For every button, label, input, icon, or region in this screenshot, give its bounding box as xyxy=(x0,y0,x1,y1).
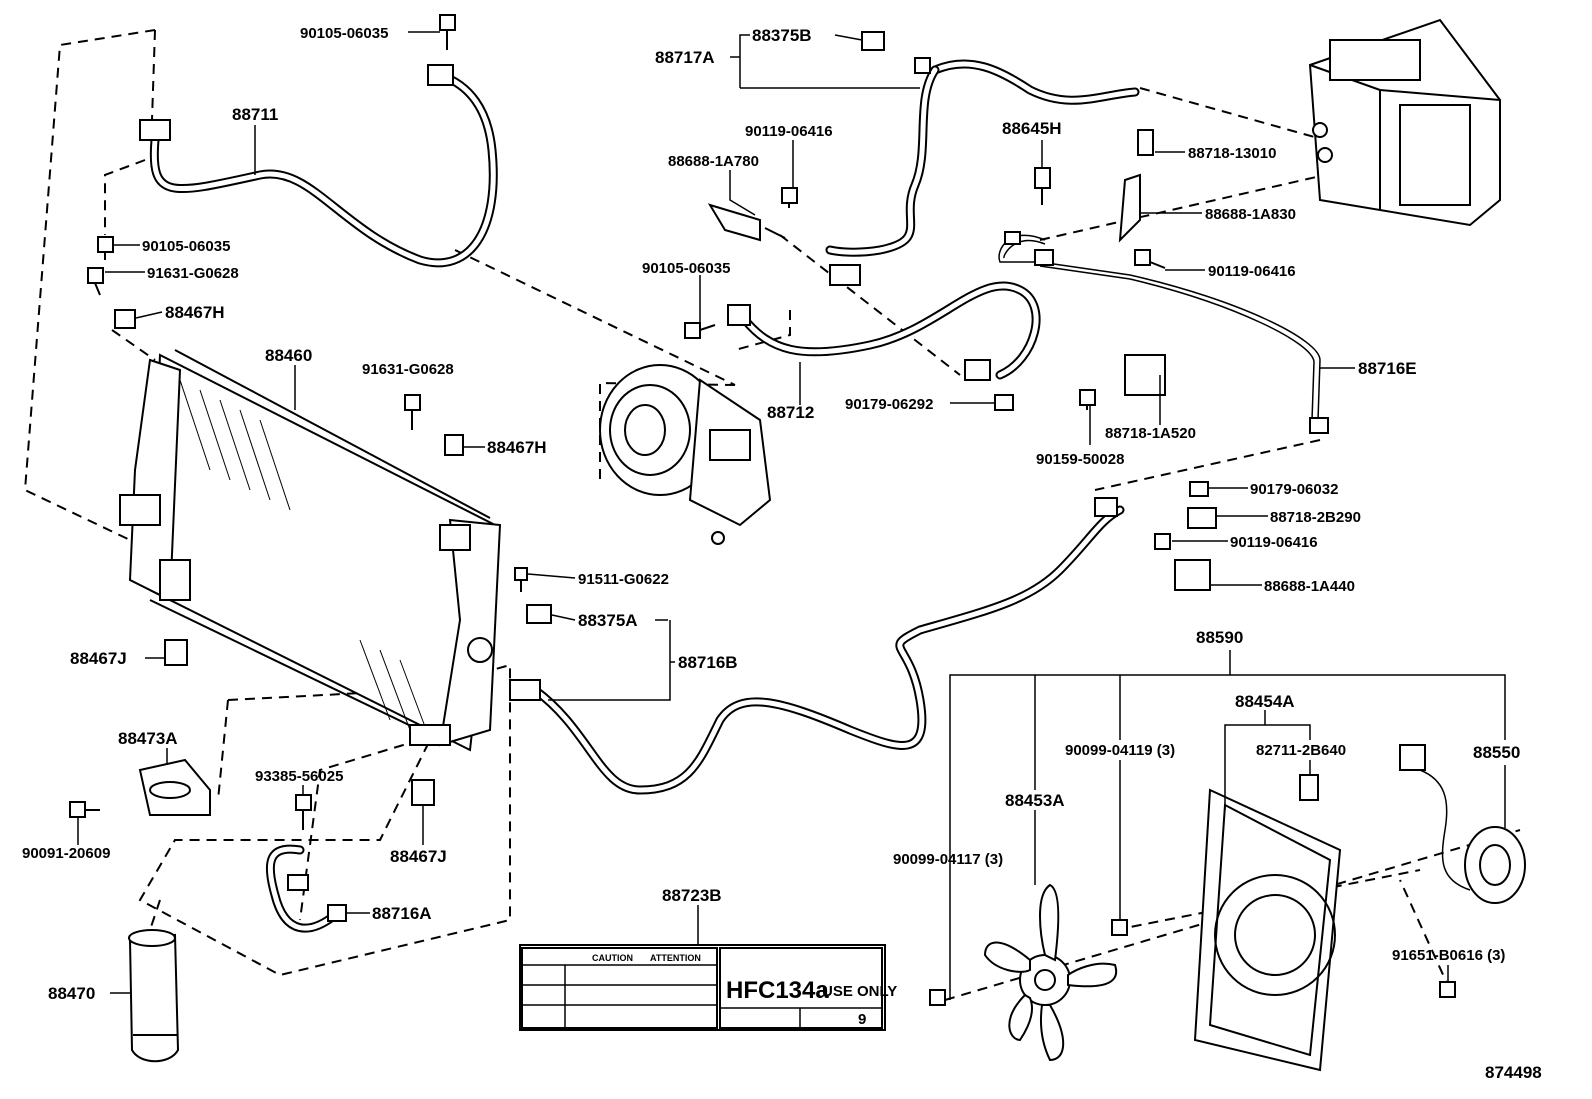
label-90105-06035-left: 90105-06035 xyxy=(142,238,230,255)
label-88375b: 88375B xyxy=(752,26,812,45)
label-88473a: 88473A xyxy=(118,729,178,748)
label-90099-04119: 90099-04119 (3) xyxy=(1065,742,1175,759)
label-88453a: 88453A xyxy=(1005,791,1065,810)
caution-label-88723b: CAUTION ATTENTION HFC134a USE ONLY 9 xyxy=(519,944,897,1031)
part-labels: 90105-06035 88711 90105-06035 91631-G062… xyxy=(22,25,1542,1082)
label-91631-g0628-left: 91631-G0628 xyxy=(147,265,239,282)
label-88716e: 88716E xyxy=(1358,359,1417,378)
label-90159-50028: 90159-50028 xyxy=(1036,451,1124,468)
evaporator-unit xyxy=(1308,18,1501,227)
fan-shroud xyxy=(1193,788,1342,1072)
label-88470: 88470 xyxy=(48,984,95,1003)
label-90119-06416-top: 90119-06416 xyxy=(745,123,833,140)
label-88467h-mid: 88467H xyxy=(487,438,547,457)
refrigerant-pipes xyxy=(149,59,1471,933)
label-88716b: 88716B xyxy=(678,653,738,672)
fan-motor-88550 xyxy=(1399,744,1526,904)
label-90119-06416-right: 90119-06416 xyxy=(1208,263,1296,280)
label-90119-06416-low: 90119-06416 xyxy=(1230,534,1318,551)
label-88645h: 88645H xyxy=(1002,119,1062,138)
leader-lines xyxy=(77,31,1506,1000)
label-91511-g0622: 91511-G0622 xyxy=(578,571,669,588)
label-88467h-left: 88467H xyxy=(165,303,225,322)
label-88718-1a520: 88718-1A520 xyxy=(1105,425,1196,442)
fasteners xyxy=(69,14,1456,1006)
label-88467j-left: 88467J xyxy=(70,649,127,668)
label-90179-06292: 90179-06292 xyxy=(845,396,933,413)
label-88711: 88711 xyxy=(232,105,278,124)
label-88717a: 88717A xyxy=(655,48,715,67)
label-88716a: 88716A xyxy=(372,904,432,923)
label-93385-56025: 93385-56025 xyxy=(255,768,343,785)
label-82711-2b640: 82711-2B640 xyxy=(1256,742,1346,759)
label-91631-g0628-mid: 91631-G0628 xyxy=(362,361,454,378)
label-88467j-mid: 88467J xyxy=(390,847,447,866)
diagram-ref-code: 874498 xyxy=(1485,1063,1542,1082)
label-88550: 88550 xyxy=(1473,743,1520,762)
label-number: 9 xyxy=(858,1011,866,1028)
label-88375a: 88375A xyxy=(578,611,638,630)
refrigerant-text: HFC134a xyxy=(726,977,829,1004)
label-88723b: 88723B xyxy=(662,886,722,905)
label-88688-1a780: 88688-1A780 xyxy=(668,153,759,170)
receiver-drier-88470 xyxy=(128,929,180,1063)
label-88718-2b290: 88718-2B290 xyxy=(1270,509,1361,526)
label-90099-04117: 90099-04117 (3) xyxy=(893,851,1003,868)
caution-text: CAUTION xyxy=(592,953,633,963)
label-88712: 88712 xyxy=(767,403,814,422)
bracket-88473a xyxy=(138,758,211,816)
condenser-88460 xyxy=(119,349,502,752)
label-90179-06032: 90179-06032 xyxy=(1250,481,1338,498)
label-88460: 88460 xyxy=(265,346,312,365)
label-88718-13010: 88718-13010 xyxy=(1188,145,1276,162)
label-88454a: 88454A xyxy=(1235,692,1295,711)
condenser-fan xyxy=(983,883,1118,1062)
compressor xyxy=(599,364,772,545)
label-88688-1a440: 88688-1A440 xyxy=(1264,578,1355,595)
use-only-text: USE ONLY xyxy=(822,983,897,1000)
label-91651-b0616: 91651-B0616 (3) xyxy=(1392,947,1505,964)
label-90091-20609: 90091-20609 xyxy=(22,845,110,862)
label-88688-1a830: 88688-1A830 xyxy=(1205,206,1296,223)
label-90105-06035-top: 90105-06035 xyxy=(300,25,388,42)
label-88590: 88590 xyxy=(1196,628,1243,647)
label-90105-06035-mid: 90105-06035 xyxy=(642,260,730,277)
attention-text: ATTENTION xyxy=(650,953,701,963)
